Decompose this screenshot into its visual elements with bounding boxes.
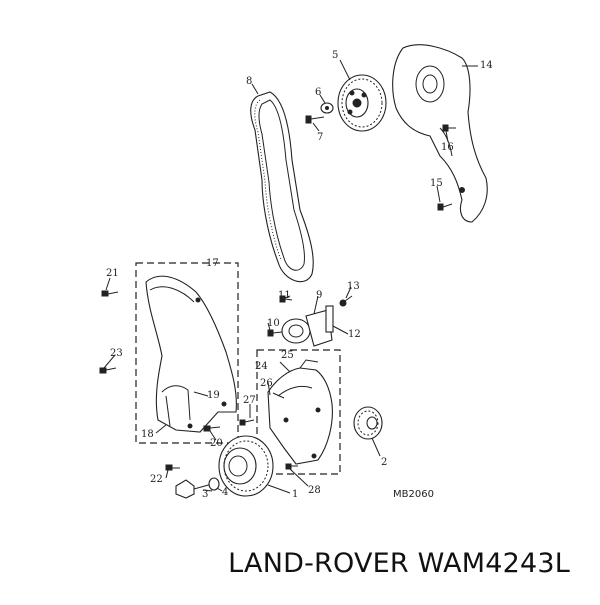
tensioner-assembly — [267, 295, 353, 347]
callout-21: 21 — [106, 268, 119, 279]
cover-bolt-16 — [442, 124, 456, 132]
front-cover-group — [135, 262, 239, 444]
idler-roller — [353, 406, 383, 440]
callout-17: 17 — [206, 258, 219, 269]
callout-14: 14 — [480, 60, 493, 71]
callout-7: 7 — [317, 132, 323, 143]
crank-washer — [208, 477, 220, 491]
callout-26: 26 — [260, 378, 273, 389]
callout-8: 8 — [246, 76, 252, 87]
callout-9: 9 — [316, 290, 322, 301]
cover-bolt-15 — [437, 203, 453, 211]
callout-24: 24 — [255, 361, 268, 372]
callout-2: 2 — [381, 457, 387, 468]
callout-6: 6 — [315, 87, 321, 98]
callout-10: 10 — [267, 318, 280, 329]
washer — [320, 102, 334, 114]
diagram-reference-code: MB2060 — [393, 489, 434, 500]
part-number-caption: LAND-ROVER WAM4243L — [228, 548, 570, 579]
callout-28: 28 — [308, 485, 321, 496]
bolt-20 — [203, 425, 221, 432]
bolt-22 — [165, 464, 180, 471]
callout-1: 1 — [292, 489, 298, 500]
callout-20: 20 — [210, 438, 223, 449]
callout-5: 5 — [332, 50, 338, 61]
callout-3: 3 — [202, 489, 208, 500]
timing-belt — [250, 91, 314, 283]
callouts: 1 2 3 4 5 6 7 8 9 10 11 12 13 14 15 16 1… — [106, 50, 493, 500]
crankshaft-pulley — [218, 435, 274, 497]
callout-15: 15 — [430, 178, 443, 189]
callout-4: 4 — [222, 487, 228, 498]
bolt-21 — [101, 290, 119, 297]
callout-11: 11 — [278, 290, 291, 301]
callout-23: 23 — [110, 348, 123, 359]
callout-22: 22 — [150, 474, 163, 485]
bolt-27 — [239, 419, 255, 426]
camshaft-bolt — [305, 115, 325, 124]
callout-16: 16 — [441, 142, 454, 153]
callout-25: 25 — [281, 350, 294, 361]
callout-13: 13 — [347, 281, 360, 292]
rear-timing-cover — [392, 44, 488, 223]
bolt-23 — [99, 367, 117, 374]
callout-19: 19 — [207, 390, 220, 401]
leader-lines — [103, 59, 478, 494]
callout-18: 18 — [141, 429, 154, 440]
camshaft-pulley — [337, 74, 387, 132]
bolt-28 — [285, 463, 298, 470]
callout-12: 12 — [348, 329, 361, 340]
inner-cover-group — [256, 349, 341, 475]
callout-27: 27 — [243, 395, 256, 406]
